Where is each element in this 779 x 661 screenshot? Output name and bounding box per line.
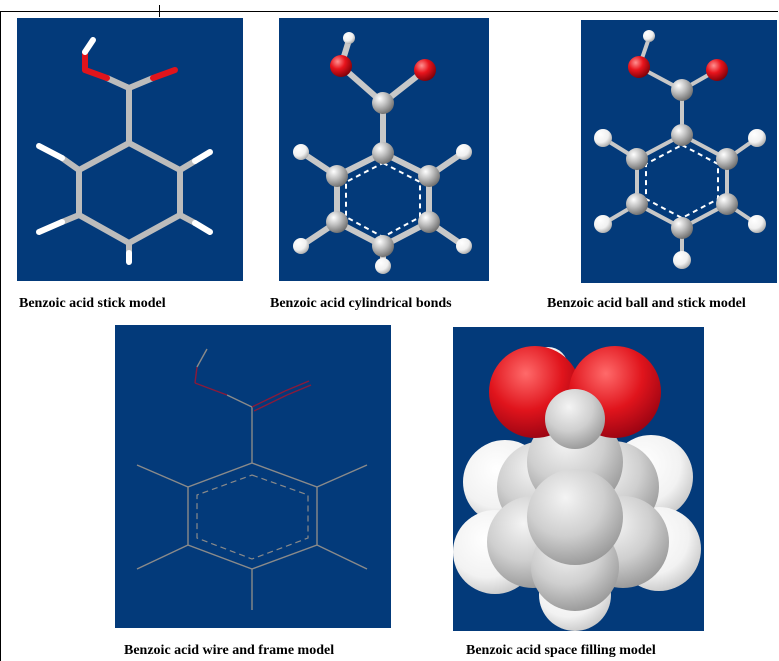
stick-model-image	[36, 37, 213, 265]
top-border-fragment	[151, 5, 160, 17]
page-frame	[0, 5, 778, 661]
cylindrical-bonds-image	[293, 32, 472, 274]
wire-frame-caption: Benzoic acid wire and frame model	[124, 643, 335, 658]
ball-stick-caption: Benzoic acid ball and stick model	[547, 296, 746, 311]
cylindrical-bonds-caption: Benzoic acid cylindrical bonds	[270, 296, 452, 311]
space-filling-caption: Benzoic acid space filling model	[466, 643, 656, 658]
cylindrical-bonds-panel	[279, 18, 489, 281]
space-filling-image	[453, 346, 701, 631]
ball-stick-image	[594, 30, 766, 269]
wire-frame-image	[136, 348, 368, 610]
wire-frame-panel	[115, 325, 391, 628]
stick-model-panel	[17, 18, 243, 281]
space-filling-panel	[453, 327, 704, 631]
stick-model-caption: Benzoic acid stick model	[19, 296, 166, 311]
ball-stick-panel	[581, 20, 777, 283]
